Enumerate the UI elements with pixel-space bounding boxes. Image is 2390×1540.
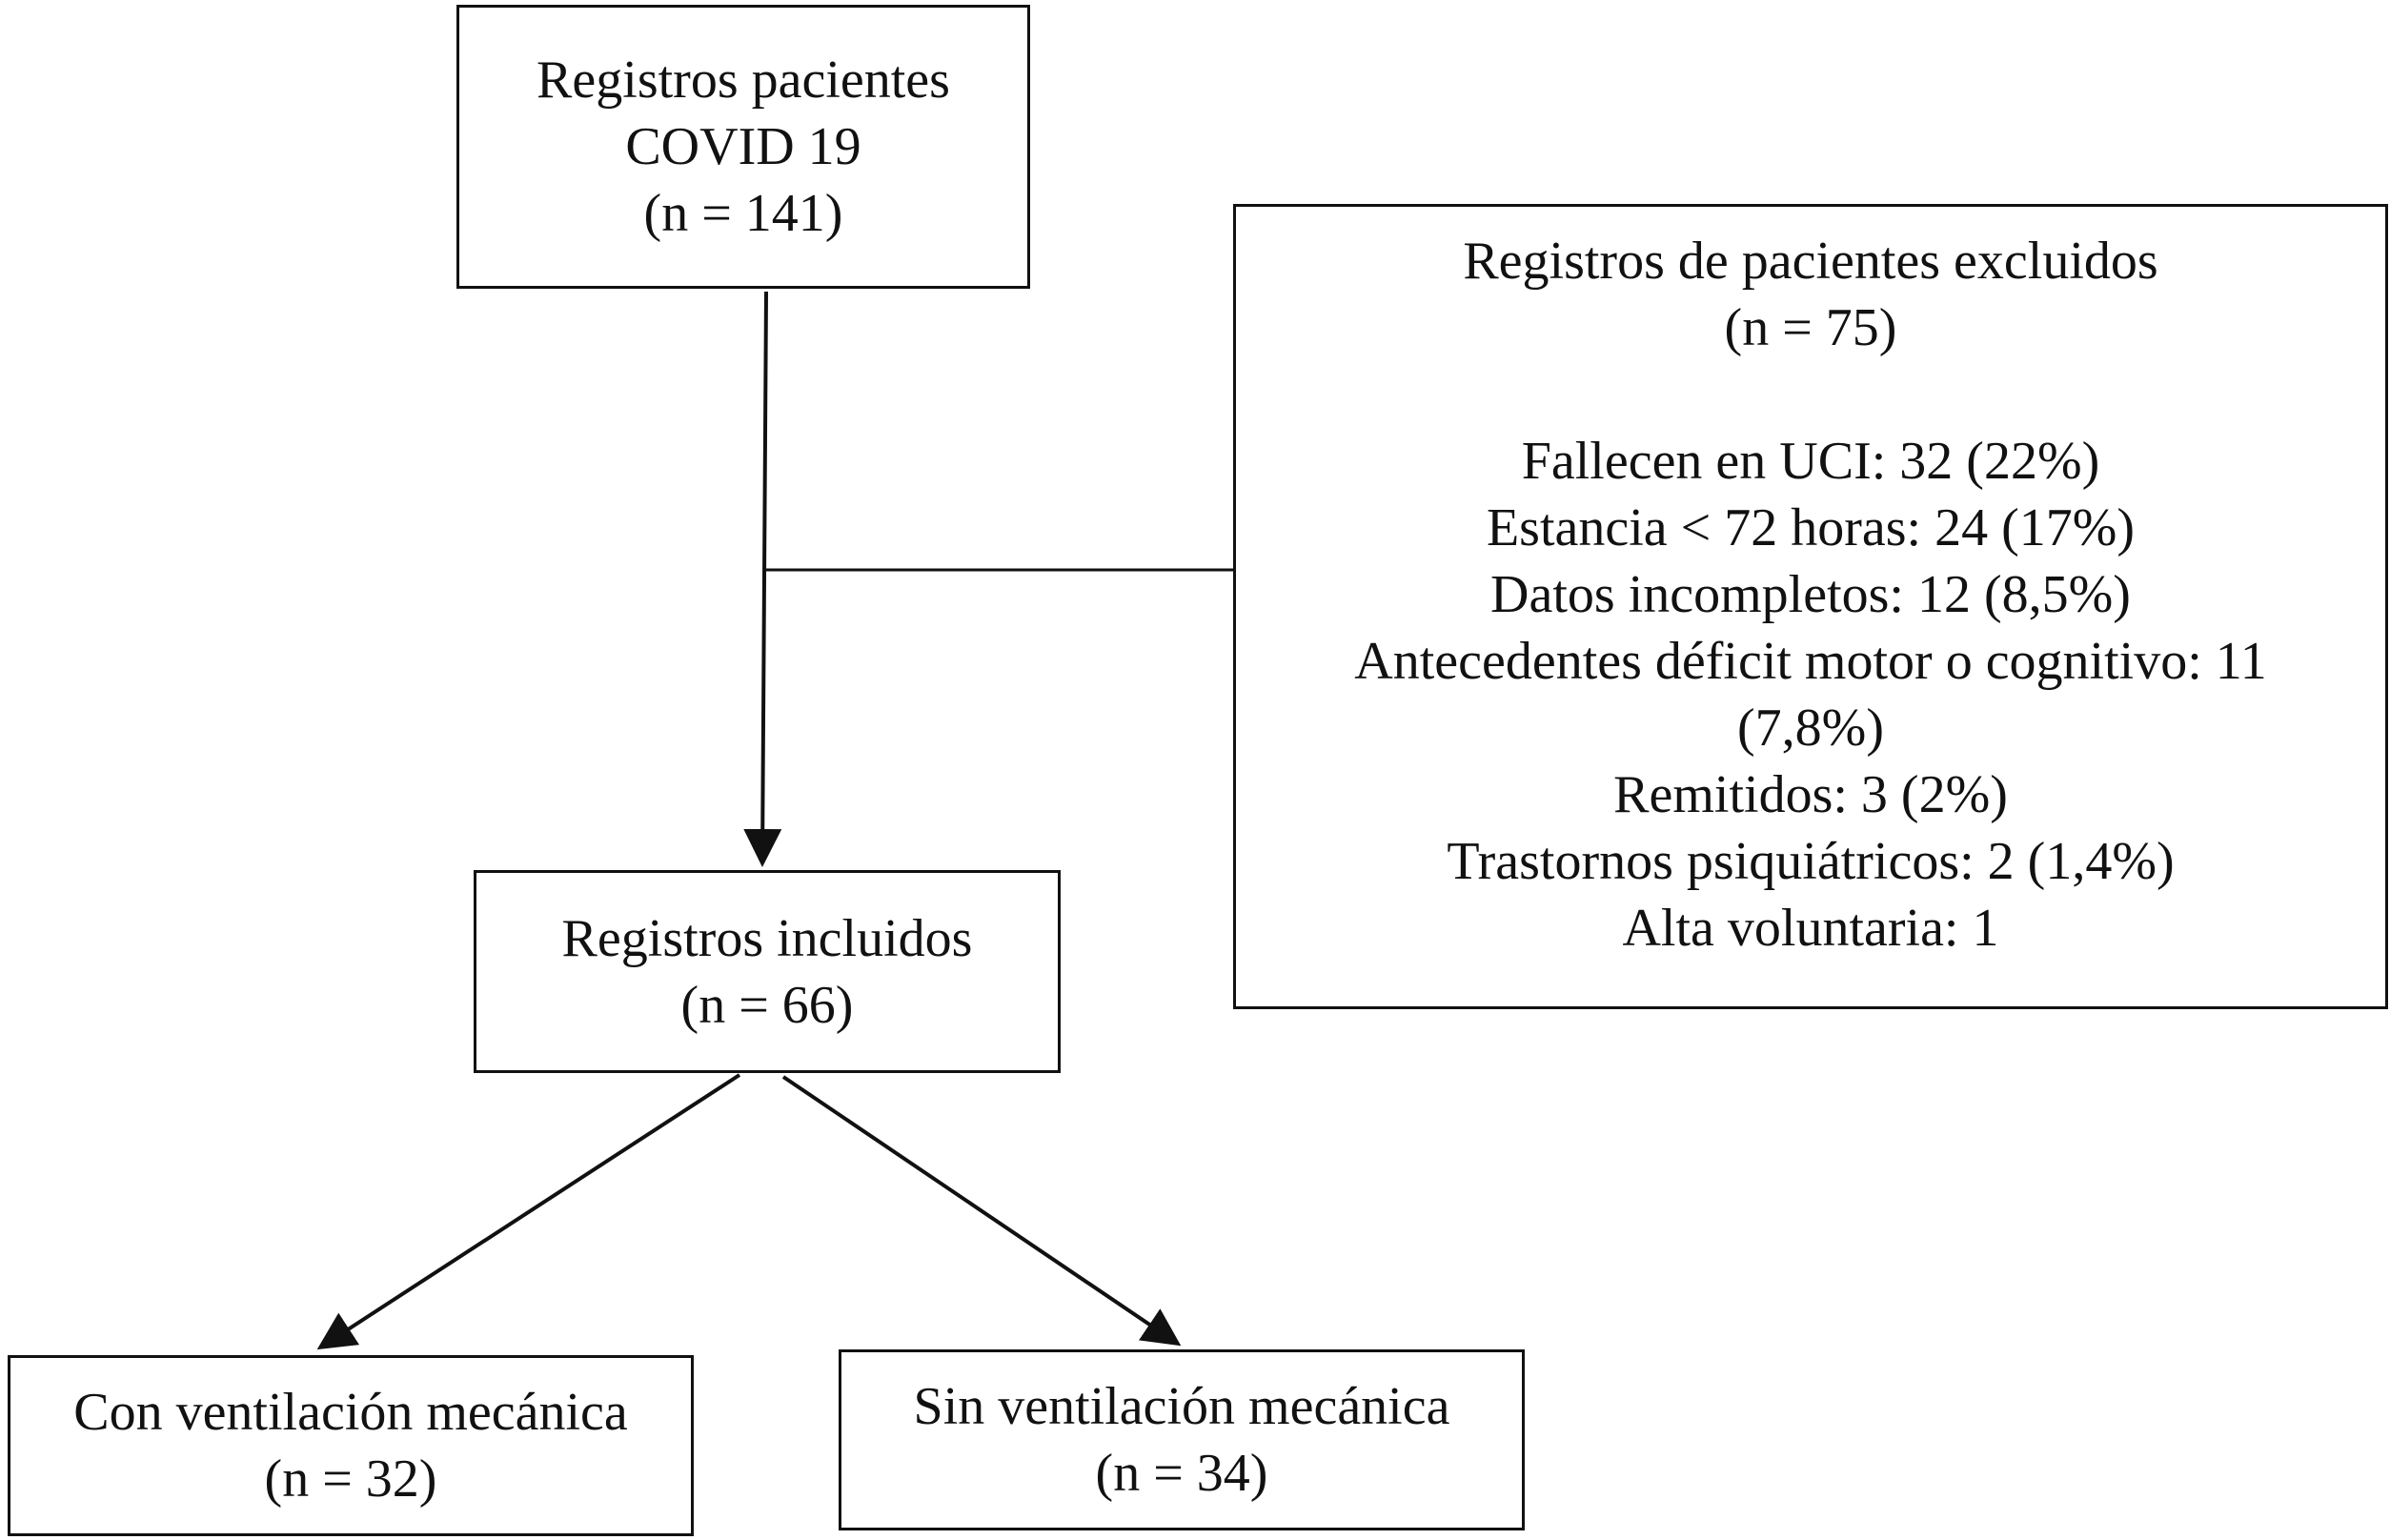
with-ventilation-count: (n = 32) bbox=[264, 1449, 437, 1509]
excluded-records-box: Registros de pacientes excluidos (n = 75… bbox=[1233, 204, 2388, 1009]
exclusion-reason: Fallecen en UCI: 32 (22%) bbox=[1521, 432, 2100, 491]
exclusion-reason: Alta voluntaria: 1 bbox=[1622, 899, 1999, 958]
excluded-title: Registros de pacientes excluidos bbox=[1463, 232, 2158, 291]
exclusion-reason: Trastornos psiquiátricos: 2 (1,4%) bbox=[1447, 832, 2175, 891]
total-records-count: (n = 141) bbox=[643, 184, 843, 243]
included-title: Registros incluidos bbox=[561, 908, 973, 968]
exclusion-reason: (7,8%) bbox=[1737, 699, 1884, 758]
included-count: (n = 66) bbox=[680, 975, 854, 1035]
included-records-box: Registros incluidos (n = 66) bbox=[474, 870, 1061, 1073]
with-ventilation-box: Con ventilación mecánica (n = 32) bbox=[8, 1355, 694, 1536]
exclusion-reason: Remitidos: 3 (2%) bbox=[1613, 765, 2008, 824]
without-ventilation-count: (n = 34) bbox=[1095, 1444, 1268, 1503]
arrow-total-to-included bbox=[743, 291, 782, 867]
exclusion-reason: Estancia < 72 horas: 24 (17%) bbox=[1486, 498, 2136, 557]
without-ventilation-box: Sin ventilación mecánica (n = 34) bbox=[839, 1349, 1525, 1530]
without-ventilation-title: Sin ventilación mecánica bbox=[913, 1377, 1450, 1436]
arrow-included-to-without-vm bbox=[781, 1075, 1182, 1347]
arrow-included-to-with-vm bbox=[316, 1073, 741, 1350]
excluded-count: (n = 75) bbox=[1724, 298, 1897, 357]
total-records-box: Registros pacientes COVID 19 (n = 141) bbox=[456, 5, 1030, 289]
total-records-line-2: COVID 19 bbox=[625, 117, 861, 176]
with-ventilation-title: Con ventilación mecánica bbox=[73, 1383, 628, 1442]
exclusion-reason: Datos incompletos: 12 (8,5%) bbox=[1490, 565, 2131, 624]
total-records-line-1: Registros pacientes bbox=[537, 51, 950, 110]
exclusion-reason: Antecedentes déficit motor o cognitivo: … bbox=[1354, 632, 2267, 691]
